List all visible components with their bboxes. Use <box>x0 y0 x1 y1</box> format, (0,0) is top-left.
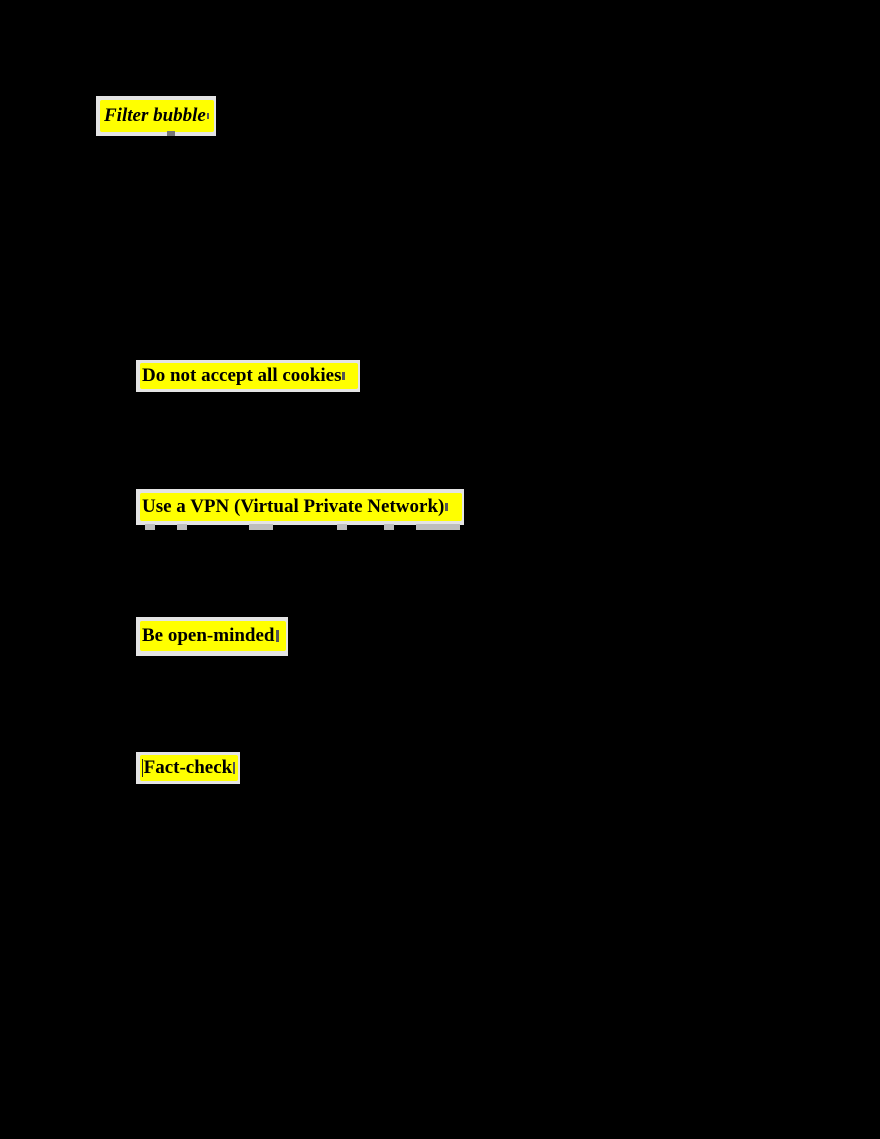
anchor-mark-icon <box>249 524 273 530</box>
section-heading-frame-fact-check: Fact-check <box>136 752 240 784</box>
anchor-mark-icon <box>384 524 394 530</box>
document-title: Filter bubble <box>100 100 214 132</box>
anchor-mark-icon <box>337 524 347 530</box>
title-highlight-frame: Filter bubble <box>96 96 216 136</box>
section-heading-open-minded: Be open-minded <box>140 621 286 651</box>
anchor-mark-icon <box>145 524 155 530</box>
section-heading-cookies: Do not accept all cookies <box>140 363 358 389</box>
anchor-mark-icon <box>177 524 187 530</box>
section-heading-vpn: Use a VPN (Virtual Private Network) <box>140 493 462 521</box>
section-heading-frame-vpn: Use a VPN (Virtual Private Network) <box>136 489 464 525</box>
paragraph-mark-icon <box>206 113 209 119</box>
section-heading-text: Do not accept all cookies <box>142 365 342 386</box>
anchor-mark-icon <box>416 524 460 530</box>
document-title-text: Filter bubble <box>104 105 206 126</box>
cursor-mark-icon <box>142 759 143 777</box>
section-heading-fact-check: Fact-check <box>140 755 238 781</box>
anchor-mark-icon <box>167 131 175 136</box>
section-heading-text: Be open-minded <box>142 625 275 646</box>
paragraph-mark-icon <box>445 503 449 511</box>
section-heading-text: Fact-check <box>143 757 233 778</box>
paragraph-mark-icon <box>275 630 279 642</box>
paragraph-mark-icon <box>342 372 346 380</box>
section-heading-frame-cookies: Do not accept all cookies <box>136 360 360 392</box>
paragraph-mark-icon <box>233 762 235 774</box>
section-heading-frame-open-minded: Be open-minded <box>136 617 288 656</box>
section-heading-text: Use a VPN (Virtual Private Network) <box>142 496 445 517</box>
